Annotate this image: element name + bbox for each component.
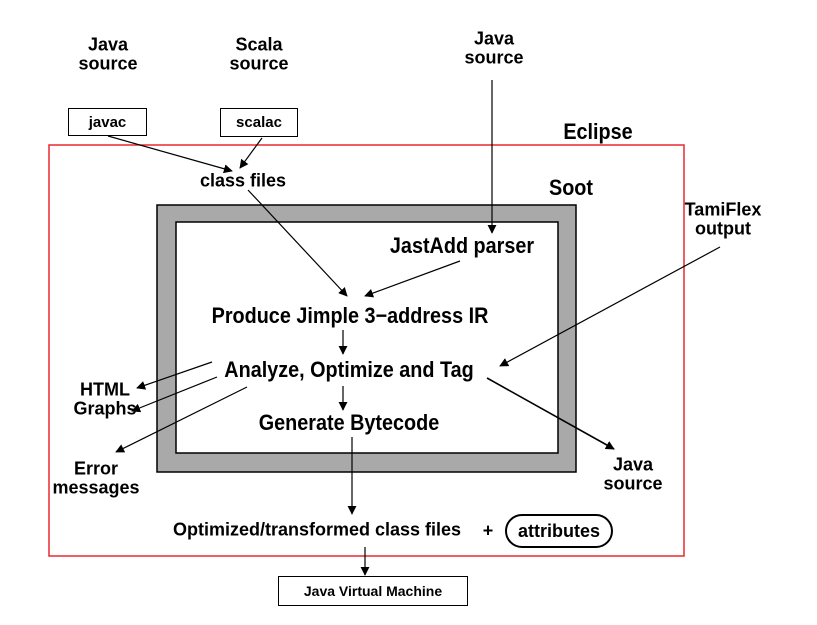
jvm-box: Java Virtual Machine — [278, 576, 468, 606]
java-source-top-line2: source — [464, 48, 524, 68]
html-line: HTML — [80, 379, 130, 400]
java-source-left-line1: Java — [87, 34, 129, 55]
optimized-class-files-label: Optimized/transformed class files — [172, 519, 462, 540]
soot-inner — [175, 221, 559, 454]
jimple-ir-label: Produce Jimple 3−address IR — [211, 303, 489, 329]
plus-sign: + — [482, 520, 494, 541]
java-source-top-line1: Java — [473, 28, 515, 49]
arrow-analyze-to-graphs — [131, 376, 218, 413]
java-source-left-label: Java source — [78, 34, 138, 75]
tamiflex-output-label: TamiFlex output — [684, 199, 762, 240]
tamiflex-line1: TamiFlex — [684, 199, 762, 220]
scala-source-line1: Scala — [235, 34, 283, 55]
javac-label: javac — [88, 113, 127, 131]
generate-bytecode-label: Generate Bytecode — [258, 410, 440, 436]
java-source-output-label: Java source — [603, 454, 663, 495]
attributes-label: attributes — [517, 520, 600, 541]
javac-box: javac — [68, 108, 147, 136]
jvm-label: Java Virtual Machine — [303, 583, 443, 599]
error-line2: messages — [52, 478, 140, 498]
class-files-label: class files — [199, 170, 287, 191]
arrow-classfiles-to-jimple — [247, 189, 348, 297]
soot-title: Soot — [548, 175, 594, 201]
arrow-javac-to-classfiles — [107, 135, 233, 174]
eclipse-title: Eclipse — [563, 119, 633, 145]
analyze-optimize-tag-label: Analyze, Optimize and Tag — [224, 357, 474, 383]
java-out-line2: source — [603, 474, 663, 494]
scala-source-label: Scala source — [229, 34, 289, 75]
scala-source-line2: source — [229, 54, 289, 74]
arrow-analyze-to-java-out — [486, 377, 615, 450]
html-graphs-label: HTML Graphs — [73, 379, 137, 420]
tamiflex-line2: output — [695, 219, 751, 239]
graphs-line: Graphs — [73, 399, 137, 419]
eclipse-container — [48, 144, 685, 557]
jastadd-parser-label: JastAdd parser — [389, 233, 535, 259]
arrow-tamiflex-to-analyze — [499, 246, 721, 367]
scalac-box: scalac — [220, 108, 298, 137]
scalac-label: scalac — [236, 114, 282, 131]
arrow-analyze-to-errors — [115, 386, 248, 453]
attributes-pill: attributes — [505, 514, 613, 548]
arrow-scalac-to-classfiles — [239, 137, 263, 169]
error-messages-label: Error messages — [52, 458, 140, 499]
arrow-jastadd-to-jimple — [364, 260, 461, 298]
java-out-line1: Java — [612, 454, 654, 475]
java-source-left-line2: source — [78, 54, 138, 74]
arrow-analyze-to-html — [136, 361, 213, 390]
java-source-top-label: Java source — [464, 28, 524, 69]
error-line1: Error — [73, 458, 119, 479]
